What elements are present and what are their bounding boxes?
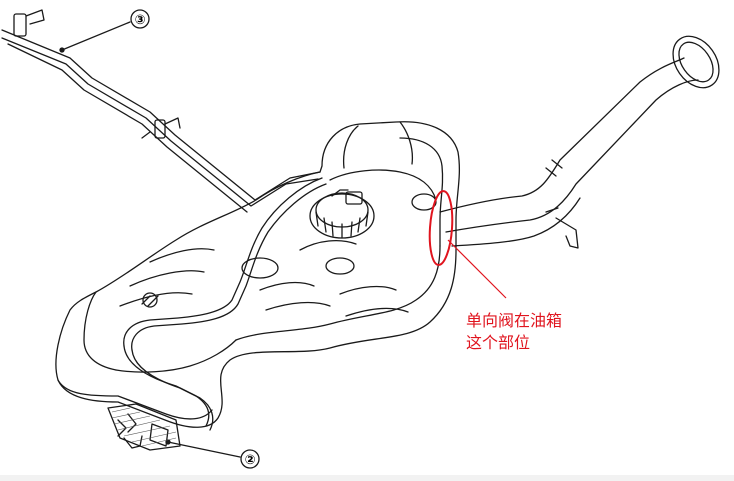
fuel-line-assembly — [1, 9, 321, 213]
check-valve-highlight — [428, 190, 454, 266]
annotation-leader-line — [447, 239, 507, 299]
filler-neck — [439, 35, 720, 249]
bottom-edge — [0, 475, 734, 481]
check-valve-annotation: 单向阀在油箱 这个部位 — [466, 310, 562, 354]
callout-3 — [59, 9, 150, 53]
callout-3-label: ③ — [134, 13, 145, 28]
annotation-line-1: 单向阀在油箱 — [466, 311, 563, 330]
tank-top-lines — [123, 177, 437, 431]
bracket-hatching — [111, 407, 177, 447]
fuel-pump-assembly — [309, 189, 375, 239]
annotation-line-2: 这个部位 — [466, 333, 531, 352]
fuel-tank-body — [55, 121, 461, 428]
callout-2-label: ② — [244, 453, 255, 468]
